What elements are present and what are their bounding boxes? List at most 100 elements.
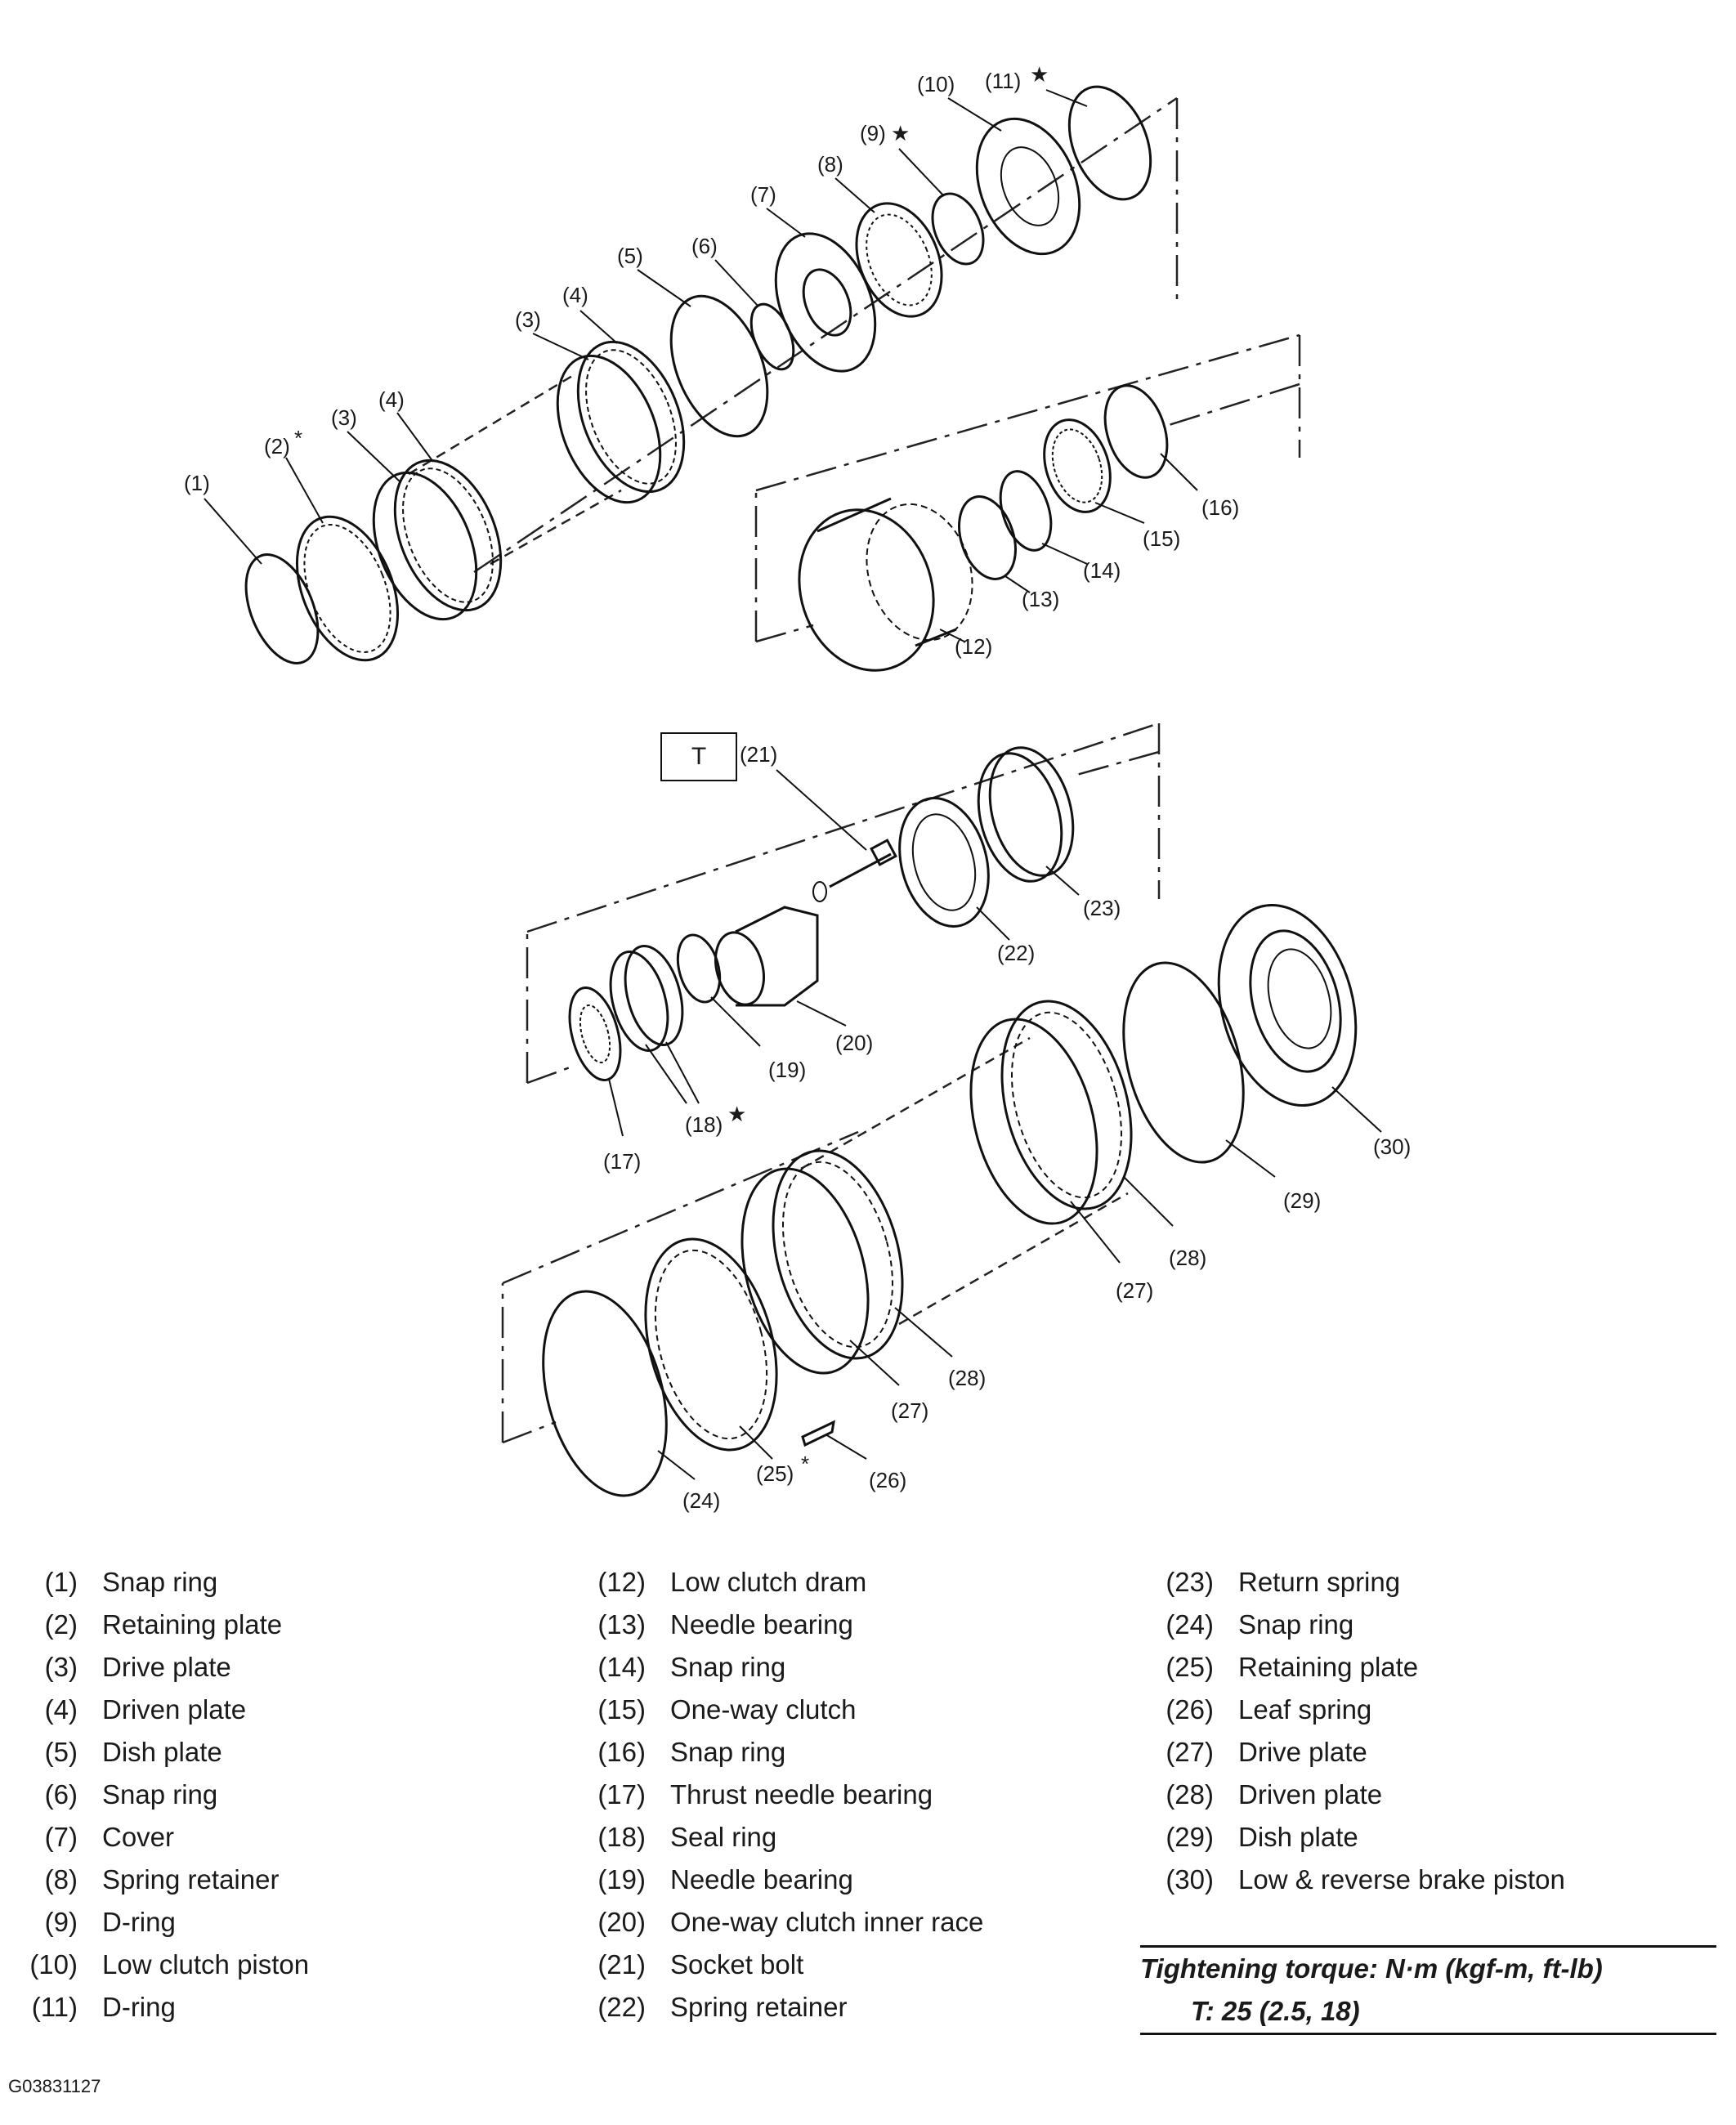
legend-num: (20) bbox=[597, 1907, 646, 1937]
brake-piston-30-inner bbox=[1249, 929, 1342, 1073]
legend-item: (28)Driven plate bbox=[1152, 1774, 1716, 1816]
dish-plate-5 bbox=[669, 294, 769, 438]
spring-retainer-22 bbox=[898, 797, 990, 928]
legend-item: (5)Dish plate bbox=[16, 1731, 539, 1774]
legend-label: Dish plate bbox=[102, 1737, 222, 1767]
legend-num: (18) bbox=[597, 1822, 646, 1852]
asterisk-marker-25: * bbox=[801, 1452, 809, 1476]
low-clutch-drum-12-gear bbox=[866, 503, 973, 642]
snap-ring-16 bbox=[1103, 384, 1169, 479]
legend-item: (26)Leaf spring bbox=[1152, 1689, 1716, 1731]
legend-label: Retaining plate bbox=[1238, 1652, 1419, 1682]
leader-18b bbox=[665, 1041, 700, 1104]
legend-num: (3) bbox=[44, 1652, 78, 1682]
torque-title: Tightening torque: N·m (kgf-m, ft-lb) bbox=[1140, 1953, 1603, 1984]
legend-num: (8) bbox=[44, 1864, 78, 1895]
legend-label: Socket bolt bbox=[670, 1949, 804, 1980]
leader-8 bbox=[834, 177, 875, 213]
leader-4b bbox=[579, 310, 618, 344]
leader-28a bbox=[894, 1307, 953, 1358]
dish-plate-29 bbox=[1122, 961, 1245, 1164]
leader-28b bbox=[1123, 1176, 1174, 1227]
legend-item: (12)Low clutch dram bbox=[584, 1561, 1124, 1604]
inner-race-assembly bbox=[526, 722, 1161, 1085]
legend-item: (1)Snap ring bbox=[16, 1561, 539, 1604]
legend-label: Retaining plate bbox=[102, 1609, 283, 1640]
callout-21: (21) bbox=[740, 742, 777, 767]
leader-23 bbox=[1045, 866, 1080, 896]
legend-item: (16)Snap ring bbox=[584, 1731, 1124, 1774]
d-ring-9 bbox=[931, 192, 985, 266]
legend-label: Snap ring bbox=[102, 1567, 218, 1597]
exploded-parts-diagram: (1) (2) * (3) (4) (3) (4) (5) (6) (7) (8… bbox=[184, 62, 1411, 1513]
d-ring-11 bbox=[1067, 85, 1152, 201]
callout-27a: (27) bbox=[891, 1398, 928, 1423]
legend-item: (15)One-way clutch bbox=[584, 1689, 1124, 1731]
legend-column-2: (12)Low clutch dram (13)Needle bearing (… bbox=[584, 1561, 1124, 2029]
legend-item: (24)Snap ring bbox=[1152, 1604, 1716, 1646]
legend-item: (9)D-ring bbox=[16, 1901, 539, 1944]
leader-21 bbox=[776, 769, 867, 851]
callout-3b: (3) bbox=[515, 307, 541, 332]
drive-plate-3a bbox=[372, 471, 478, 621]
leader-27a bbox=[849, 1340, 900, 1386]
callout-labels: (1) (2) * (3) (4) (3) (4) (5) (6) (7) (8… bbox=[184, 62, 1411, 1513]
legend-num: (25) bbox=[1166, 1652, 1214, 1682]
spring-retainer-8 bbox=[855, 202, 943, 318]
legend-label: Return spring bbox=[1238, 1567, 1401, 1597]
leader-3a bbox=[347, 431, 401, 483]
callout-2: (2) bbox=[264, 434, 290, 459]
star-marker-11: ★ bbox=[1030, 62, 1049, 87]
drive-plate-27b bbox=[969, 1018, 1098, 1225]
callout-18: (18) bbox=[685, 1112, 723, 1137]
leader-30 bbox=[1331, 1086, 1382, 1133]
legend-item: (27)Drive plate bbox=[1152, 1731, 1716, 1774]
one-way-clutch-15 bbox=[1043, 418, 1112, 513]
callout-16: (16) bbox=[1201, 495, 1239, 520]
legend-num: (19) bbox=[597, 1864, 646, 1895]
spring-retainer-8-springs bbox=[866, 213, 933, 306]
leader-14 bbox=[1041, 543, 1088, 565]
frame-bottom-bottom bbox=[502, 1420, 557, 1444]
callout-13: (13) bbox=[1022, 587, 1059, 611]
legend-item: (4)Driven plate bbox=[16, 1689, 539, 1731]
legend-column-3: (23)Return spring (24)Snap ring (25)Reta… bbox=[1152, 1561, 1716, 1901]
star-marker-18: ★ bbox=[727, 1102, 746, 1126]
legend-label: Cover bbox=[102, 1822, 175, 1852]
low-reverse-brake-assembly bbox=[501, 903, 1358, 1497]
legend-num: (26) bbox=[1166, 1694, 1214, 1725]
legend-num: (7) bbox=[44, 1822, 78, 1852]
legend-item: (11)D-ring bbox=[16, 1986, 539, 2029]
return-spring-23-b bbox=[988, 746, 1075, 877]
hidden-line-bottom-1 bbox=[800, 1036, 1031, 1170]
frame-mid-bottom bbox=[755, 624, 814, 643]
axis-line-upper bbox=[473, 96, 1178, 574]
legend-num: (24) bbox=[1166, 1609, 1214, 1640]
cover-7-hub bbox=[802, 268, 852, 337]
leader-18a bbox=[645, 1044, 687, 1104]
callout-23: (23) bbox=[1083, 896, 1121, 920]
legend-label: Snap ring bbox=[670, 1737, 786, 1767]
legend-num: (9) bbox=[44, 1907, 78, 1937]
legend-item: (29)Dish plate bbox=[1152, 1816, 1716, 1859]
leader-7 bbox=[766, 208, 806, 238]
callout-4a: (4) bbox=[378, 387, 405, 412]
legend-label: Spring retainer bbox=[102, 1864, 280, 1895]
legend-num: (15) bbox=[597, 1694, 646, 1725]
legend-num: (27) bbox=[1166, 1737, 1214, 1767]
callout-11: (11) bbox=[985, 69, 1021, 93]
retaining-plate-2-teeth bbox=[303, 524, 391, 653]
callout-4b: (4) bbox=[562, 283, 588, 307]
legend-label: Dish plate bbox=[1238, 1822, 1358, 1852]
leaf-spring-26 bbox=[801, 1420, 835, 1447]
drive-plate-27a bbox=[740, 1167, 870, 1375]
callout-8: (8) bbox=[817, 152, 843, 177]
frame-center-axis bbox=[1070, 750, 1160, 778]
seal-ring-18a bbox=[609, 951, 669, 1052]
thrust-needle-bearing-17-inner bbox=[579, 1004, 611, 1064]
legend-item: (30)Low & reverse brake piston bbox=[1152, 1859, 1716, 1901]
legend-num: (12) bbox=[597, 1567, 646, 1597]
legend-column-1: (1)Snap ring (2)Retaining plate (3)Drive… bbox=[16, 1561, 539, 2029]
callout-9: (9) bbox=[860, 121, 886, 145]
retaining-plate-25-teeth bbox=[654, 1249, 768, 1440]
